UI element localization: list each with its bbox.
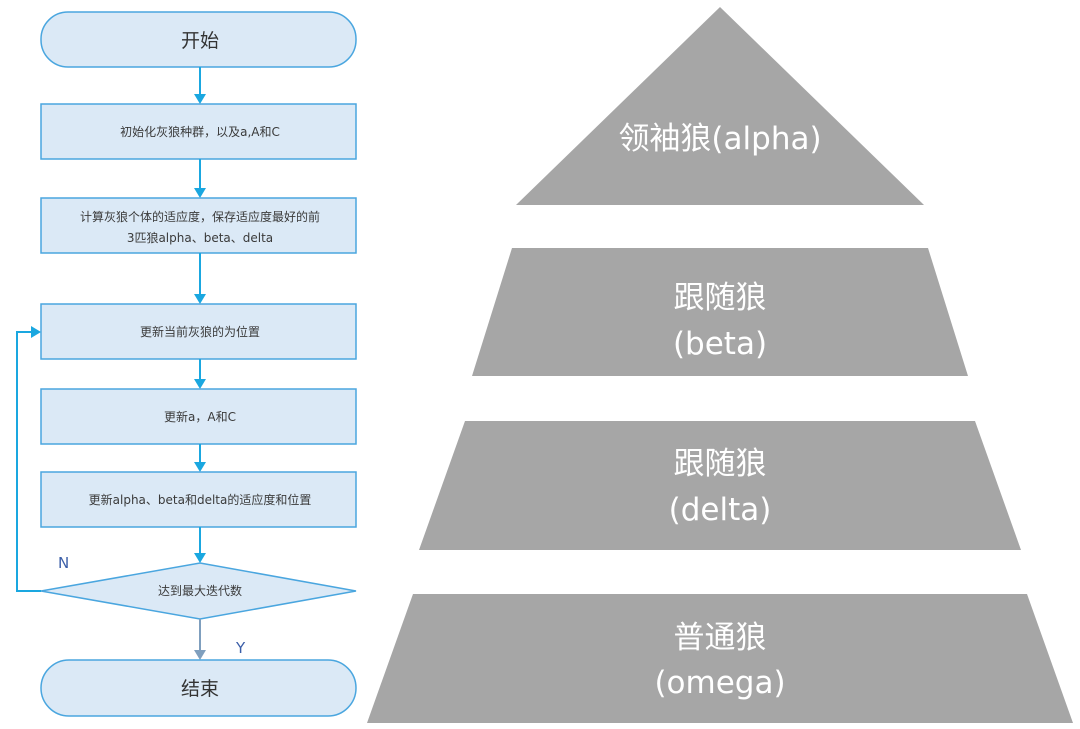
pyramid-tier-omega — [367, 594, 1073, 723]
update-params-label: 更新a，A和C — [164, 409, 236, 424]
compute-fitness-label-line2: 3匹狼alpha、beta、delta — [127, 230, 273, 245]
tier-alpha-label: 领袖狼(alpha) — [618, 121, 821, 157]
arrow-head — [194, 462, 206, 472]
tier-delta-label-line1: 跟随狼 — [674, 446, 767, 482]
update-leaders-label: 更新alpha、beta和delta的适应度和位置 — [89, 492, 312, 507]
init-population-label: 初始化灰狼种群，以及a,A和C — [120, 124, 280, 139]
tier-beta-label-line1: 跟随狼 — [674, 280, 767, 316]
arrow-head — [194, 553, 206, 563]
pyramid-tier-delta — [419, 421, 1021, 550]
update-position-box — [40, 303, 357, 360]
arrow-head — [194, 94, 206, 104]
arrow-head — [194, 379, 206, 389]
arrow-head — [194, 294, 206, 304]
update-params-box — [40, 388, 357, 445]
end-label: 结束 — [181, 678, 219, 700]
loop-back-arrow — [16, 331, 41, 592]
pyramid-tier-alpha — [516, 7, 924, 205]
max-iteration-label: 达到最大迭代数 — [158, 583, 242, 598]
tier-delta-label-line2: (delta) — [669, 492, 772, 528]
start-label: 开始 — [181, 30, 219, 52]
end-terminal — [40, 659, 357, 717]
no-label: N — [58, 554, 69, 572]
start-terminal — [40, 11, 357, 68]
arrow-head — [194, 650, 206, 660]
yes-label: Y — [235, 639, 246, 657]
tier-omega-label-line1: 普通狼 — [674, 620, 767, 656]
init-population-box — [40, 103, 357, 160]
tier-beta-label-line2: (beta) — [673, 326, 767, 362]
tier-omega-label-line2: (omega) — [654, 665, 785, 701]
arrow-head — [31, 326, 41, 338]
update-leaders-box — [40, 471, 357, 528]
pyramid-tier-beta — [472, 248, 968, 376]
arrow-head — [194, 188, 206, 198]
compute-fitness-box — [40, 197, 357, 254]
compute-fitness-label-line1: 计算灰狼个体的适应度，保存适应度最好的前 — [80, 209, 320, 224]
update-position-label: 更新当前灰狼的为位置 — [140, 324, 260, 339]
